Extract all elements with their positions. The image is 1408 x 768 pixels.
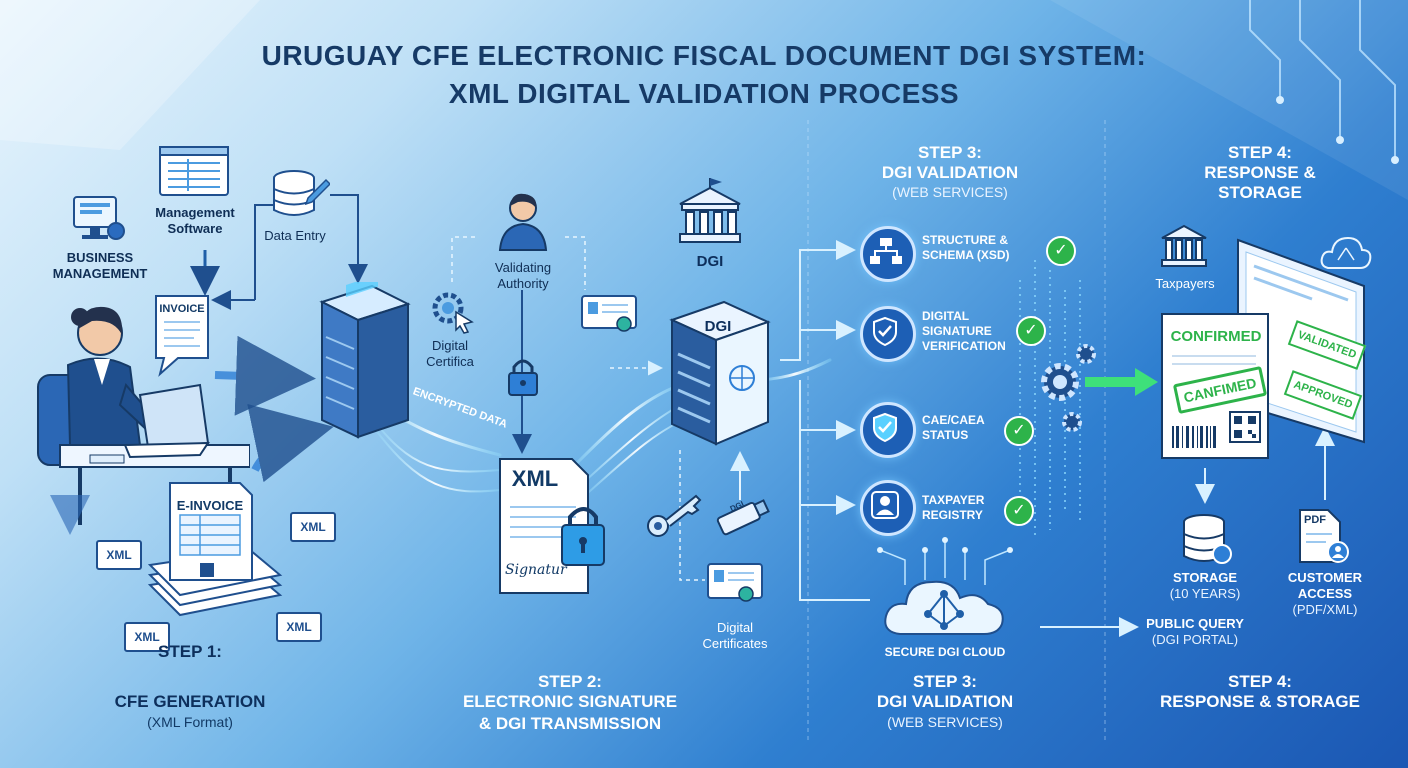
step4-header-title-line2: STORAGE bbox=[1218, 183, 1302, 202]
certificate-icon bbox=[581, 295, 637, 332]
management-software-icon bbox=[159, 146, 229, 196]
storage-subtitle: (10 YEARS) bbox=[1169, 586, 1241, 601]
validating-authority-person-icon bbox=[498, 193, 548, 251]
step1-number: STEP 1: bbox=[158, 642, 222, 661]
step3-subtitle: (WEB SERVICES) bbox=[887, 714, 1003, 730]
e-invoice-stack-illustration bbox=[147, 482, 283, 617]
customer-access-label: CUSTOMER ACCESS bbox=[1287, 570, 1363, 601]
check-structure-label: STRUCTURE & SCHEMA (XSD) bbox=[922, 233, 1010, 262]
user-icon bbox=[871, 491, 899, 519]
usb-key-icon bbox=[716, 499, 770, 536]
digital-certificates-icon bbox=[707, 563, 763, 602]
invoice-bubble-icon bbox=[155, 295, 209, 377]
step1-title: CFE GENERATION bbox=[114, 692, 266, 711]
page-title-line2: XML DIGITAL VALIDATION PROCESS bbox=[448, 78, 960, 109]
business-management-label: BUSINESS MANAGEMENT bbox=[52, 250, 148, 281]
checkmark-icon: ✓ bbox=[1004, 416, 1034, 446]
xml-tag-1: XML bbox=[96, 540, 142, 570]
data-entry-label: Data Entry bbox=[264, 228, 326, 243]
dgi-server-label: DGI bbox=[704, 318, 732, 335]
cloud-network-icon bbox=[1320, 236, 1372, 269]
public-query-label: PUBLIC QUERY bbox=[1146, 616, 1244, 631]
shield-icon bbox=[873, 412, 897, 443]
confirmed-label: CONFIRMED bbox=[1170, 328, 1262, 345]
dgi-server-icon bbox=[669, 300, 771, 446]
digital-certificates-label: Digital Certificates bbox=[702, 620, 768, 651]
validation-check-circle-4 bbox=[860, 480, 916, 536]
public-query-subtitle: (DGI PORTAL) bbox=[1151, 632, 1239, 647]
page-title-line1: URUGUAY CFE ELECTRONIC FISCAL DOCUMENT D… bbox=[261, 40, 1147, 71]
validating-authority-label: Validating Authority bbox=[494, 260, 552, 291]
step3-header-subtitle: (WEB SERVICES) bbox=[892, 184, 1008, 200]
xml-tag-2: XML bbox=[290, 512, 336, 542]
validation-check-circle-1 bbox=[860, 226, 916, 282]
server-icon bbox=[319, 282, 411, 439]
hierarchy-icon bbox=[870, 238, 902, 264]
person-at-laptop-illustration bbox=[37, 306, 250, 535]
xml-tag-3: XML bbox=[124, 622, 170, 652]
government-building-icon bbox=[679, 178, 741, 243]
check-taxpayer-label: TAXPAYER REGISTRY bbox=[922, 493, 985, 522]
signature-label: Signatur bbox=[505, 562, 567, 578]
taxpayers-label: Taxpayers bbox=[1155, 276, 1215, 291]
step3-title: DGI VALIDATION bbox=[876, 692, 1014, 711]
taxpayers-building-icon bbox=[1161, 224, 1207, 267]
pdf-label: PDF bbox=[1304, 514, 1326, 526]
step4-number: STEP 4: bbox=[1228, 672, 1292, 691]
lock-icon bbox=[508, 359, 538, 396]
check-signature-label: DIGITAL SIGNATURE VERIFICATION bbox=[922, 309, 1006, 353]
dgi-label: DGI bbox=[696, 253, 724, 270]
step3-header-title: DGI VALIDATION bbox=[881, 163, 1019, 182]
step2-title-line2: & DGI TRANSMISSION bbox=[478, 714, 662, 733]
checkmark-icon: ✓ bbox=[1046, 236, 1076, 266]
gear-cursor-icon bbox=[432, 292, 474, 334]
step4-header-number: STEP 4: bbox=[1228, 143, 1292, 162]
step2-number: STEP 2: bbox=[538, 672, 602, 691]
validation-check-circle-2 bbox=[860, 306, 916, 362]
step4-header-title: RESPONSE & bbox=[1204, 163, 1316, 182]
pdf-document-icon bbox=[1299, 509, 1349, 563]
digital-certificate-label: Digital Certifica bbox=[426, 338, 474, 369]
customer-access-subtitle: (PDF/XML) bbox=[1292, 602, 1358, 617]
shield-check-icon bbox=[873, 316, 897, 347]
checkmark-icon: ✓ bbox=[1016, 316, 1046, 346]
signed-xml-document-illustration bbox=[499, 458, 605, 594]
xml-document-label: XML bbox=[511, 466, 559, 491]
validation-check-circle-3 bbox=[860, 402, 916, 458]
secure-cloud-icon bbox=[884, 580, 1004, 635]
key-icon bbox=[647, 494, 702, 537]
storage-database-icon bbox=[1183, 514, 1232, 564]
confirmed-document-illustration bbox=[1161, 313, 1269, 459]
step3-header-number: STEP 3: bbox=[918, 143, 982, 162]
computer-monitor-icon bbox=[73, 196, 125, 240]
e-invoice-label: E-INVOICE bbox=[176, 498, 244, 513]
storage-label: STORAGE bbox=[1172, 570, 1238, 585]
gears-icon bbox=[1041, 344, 1096, 432]
step1-subtitle: (XML Format) bbox=[147, 714, 233, 730]
xml-tag-4: XML bbox=[276, 612, 322, 642]
step2-title: ELECTRONIC SIGNATURE bbox=[462, 692, 678, 711]
database-pen-icon bbox=[273, 170, 330, 216]
step4-title: RESPONSE & STORAGE bbox=[1160, 692, 1360, 711]
secure-cloud-label: SECURE DGI CLOUD bbox=[884, 645, 1006, 659]
management-software-label: Management Software bbox=[155, 205, 235, 236]
checkmark-icon: ✓ bbox=[1004, 496, 1034, 526]
check-cae-label: CAE/CAEA STATUS bbox=[922, 413, 985, 442]
step3-number: STEP 3: bbox=[913, 672, 977, 691]
invoice-label: INVOICE bbox=[159, 303, 205, 315]
